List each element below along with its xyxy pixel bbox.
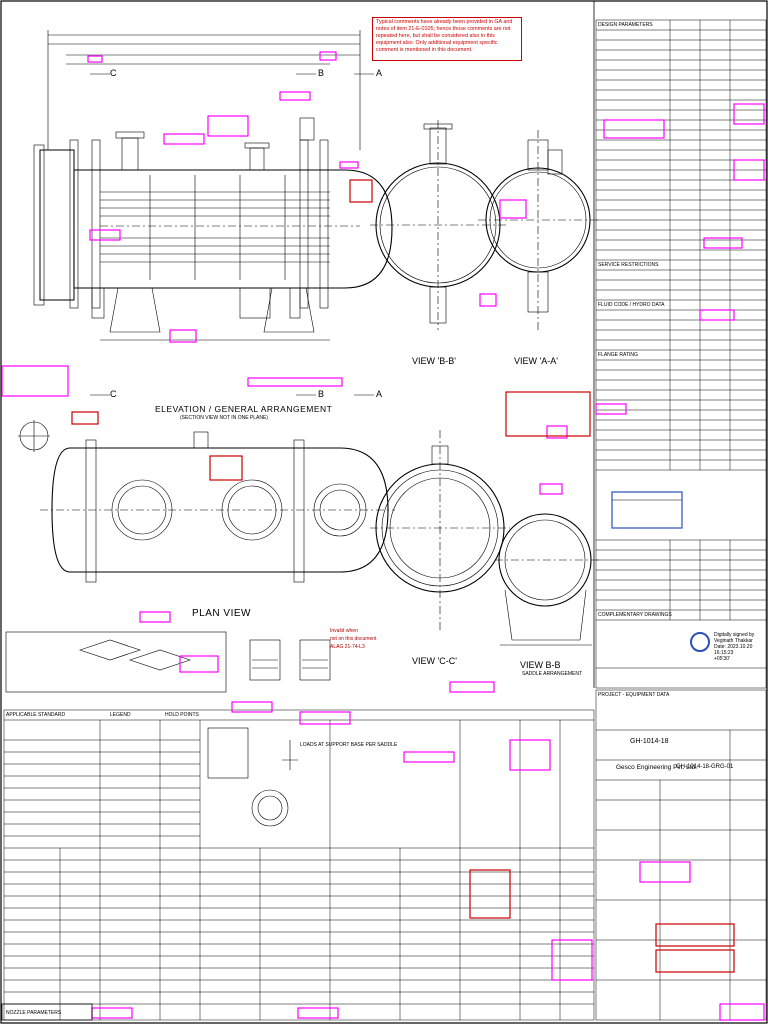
section-marker-b-top: B (318, 68, 325, 78)
view-aa-drawing (478, 130, 600, 330)
loads-table-label: LOADS AT SUPPORT BASE PER SADDLE (300, 742, 398, 748)
section-marker-a-bottom: A (376, 389, 383, 399)
review-note-text: Typical comments have already been provi… (376, 19, 513, 53)
doc-number: GH-1014-18 (630, 738, 669, 745)
flange-rating-heading: FLANGE RATING (598, 352, 638, 358)
stamp-line-1: Invalid when (330, 628, 358, 634)
view-cc-title: VIEW 'C-C' (412, 656, 457, 666)
company-logo-mark (690, 632, 710, 652)
saddle-view-drawing (495, 513, 600, 646)
plan-view-title: PLAN VIEW (192, 608, 251, 619)
service-restrictions-heading: SERVICE RESTRICTIONS (598, 262, 659, 268)
section-marker-c-top: C (110, 68, 117, 78)
signature-block: Digitally signed by Veginath Thakkar Dat… (714, 632, 755, 662)
view-cc-drawing (370, 430, 510, 630)
applicable-standard-label: APPLICABLE STANDARD (6, 712, 66, 718)
view-aa-title: VIEW 'A-A' (514, 356, 558, 366)
elevation-title: ELEVATION / GENERAL ARRANGEMENT (155, 404, 333, 414)
nozzle-parameters-label: NOZZLE PARAMETERS (6, 1010, 62, 1016)
company-name: Gesco Engineering Pvt. Ltd. (616, 764, 697, 771)
section-marker-c-bottom: C (110, 389, 117, 399)
stamp-line-2: not on this document (330, 636, 377, 642)
view-bb-top-drawing (370, 120, 506, 330)
review-note: Typical comments have already been provi… (372, 17, 522, 61)
view-bb-top-title: VIEW 'B-B' (412, 356, 456, 366)
complementary-drawings-heading: COMPLEMENTARY DRAWINGS (598, 612, 672, 618)
section-marker-b-bottom: B (318, 389, 325, 399)
section-marker-a-top: A (376, 68, 383, 78)
saddle-view-title: VIEW B-B (520, 660, 561, 670)
project-label: PROJECT - EQUIPMENT DATA (598, 692, 670, 698)
plan-view-drawing (40, 431, 395, 583)
fluid-code-heading: FLUID CODE / HYDRO DATA (598, 302, 665, 308)
magenta-markups (1, 51, 765, 1021)
saddle-view-subtitle: SADDLE ARRANGEMENT (522, 671, 583, 677)
elevation-view (33, 30, 393, 396)
hold-points-label: HOLD POINTS (165, 712, 199, 718)
stamp-line-3: ALAG 21-74-L3 (330, 644, 365, 650)
bottom-grid (3, 689, 767, 1021)
design-parameters-heading: DESIGN PARAMETERS (598, 22, 653, 28)
drawing-number: GH-1014-18-GRG-01 (676, 764, 734, 770)
elevation-subtitle: (SECTION VIEW NOT IN ONE PLANE) (180, 415, 268, 421)
legend-label: LEGEND (110, 712, 131, 718)
blue-markup (611, 491, 683, 529)
red-markups (71, 179, 735, 973)
